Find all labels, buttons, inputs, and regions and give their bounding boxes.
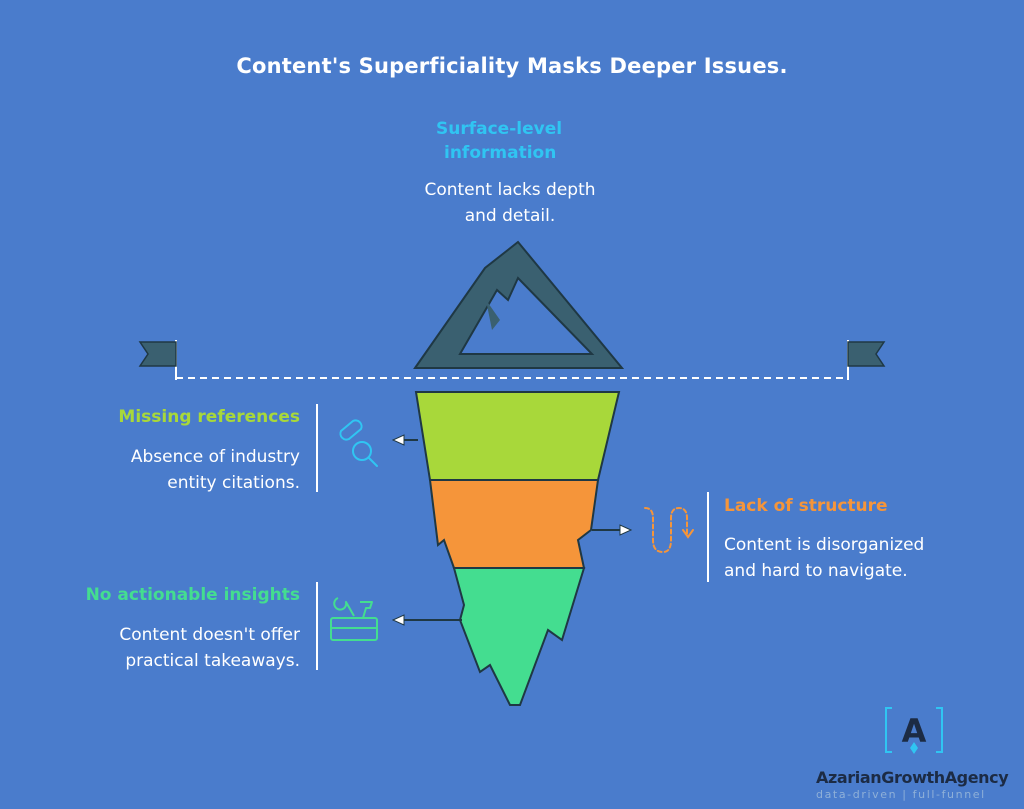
- agency-logo-mark: A: [885, 707, 943, 754]
- winding-path-icon: [644, 506, 694, 554]
- layer-missing-references: [414, 391, 621, 481]
- right-flag: [847, 341, 886, 367]
- lack-of-structure-description: Content is disorganized and hard to navi…: [724, 532, 1004, 584]
- no-actionable-insights-heading: No actionable insights: [85, 585, 300, 605]
- surface-heading: Surface-level information: [380, 117, 580, 165]
- missing-references-heading: Missing references: [118, 407, 300, 427]
- surface-heading-line2: information: [444, 143, 557, 163]
- layer-no-actionable-insights: [452, 567, 586, 706]
- lack-of-structure-description-line1: Content is disorganized: [724, 535, 925, 555]
- iceberg-tip-notch: [486, 300, 500, 330]
- connector-lack-of-structure: [592, 524, 633, 536]
- left-flag: [138, 341, 177, 367]
- lack-of-structure-heading: Lack of structure: [724, 496, 888, 516]
- iceberg-tip-inner: [458, 276, 595, 355]
- page-title: Content's Superficiality Masks Deeper Is…: [236, 54, 788, 78]
- toolbox-icon: [330, 597, 378, 641]
- connector-missing-references: [391, 434, 418, 446]
- missing-references-description: Absence of industry entity citations.: [40, 444, 300, 496]
- connector-no-actionable-insights: [391, 614, 462, 626]
- lack-of-structure-description-line2: and hard to navigate.: [724, 561, 908, 581]
- no-actionable-insights-description-line2: practical takeaways.: [125, 651, 300, 671]
- surface-description-line2: and detail.: [464, 206, 556, 226]
- surface-heading-line1: Surface-level: [436, 119, 563, 139]
- layer-lack-of-structure: [428, 479, 600, 569]
- surface-description: Content lacks depth and detail.: [380, 177, 640, 229]
- agency-logo-name: AzarianGrowthAgency: [816, 768, 1009, 787]
- no-actionable-insights-description-line1: Content doesn't offer: [119, 625, 300, 645]
- missing-references-description-line1: Absence of industry: [130, 447, 300, 467]
- missing-references-description-line2: entity citations.: [167, 473, 300, 493]
- search-document-icon: [339, 419, 378, 467]
- surface-description-line1: Content lacks depth: [424, 180, 596, 200]
- no-actionable-insights-description: Content doesn't offer practical takeaway…: [20, 622, 300, 674]
- agency-logo-tagline: data-driven | full-funnel: [816, 788, 986, 801]
